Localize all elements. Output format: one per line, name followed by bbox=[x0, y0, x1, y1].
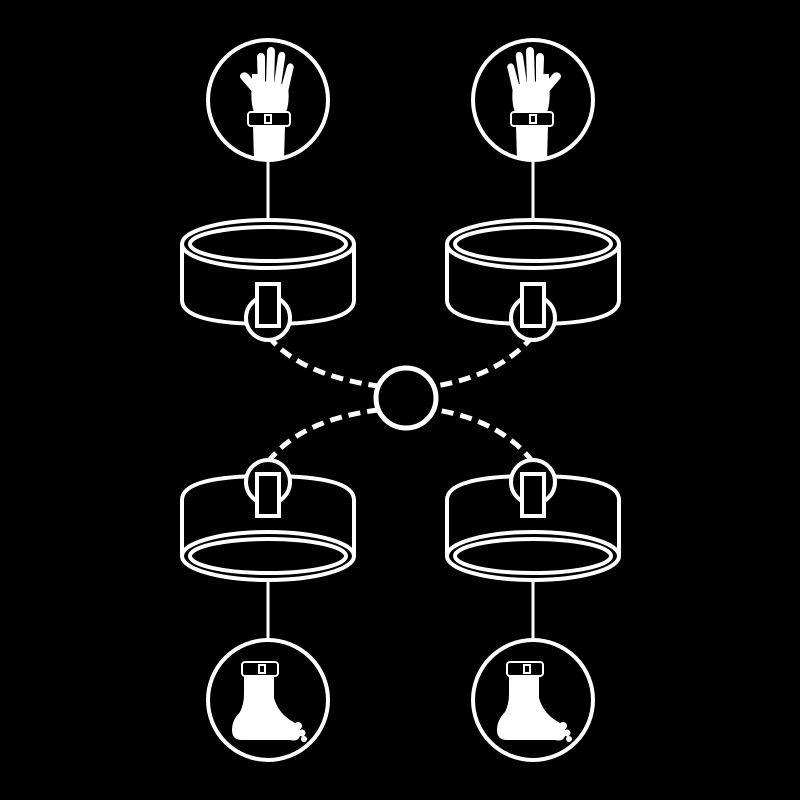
cuff-lower-left-icon bbox=[180, 458, 356, 582]
dashed-link-upper-left bbox=[266, 334, 379, 389]
cuff-lower-right-icon bbox=[445, 458, 621, 582]
hand-icon bbox=[240, 47, 294, 160]
ankle-left-badge bbox=[206, 638, 330, 762]
dashed-link-lower-left bbox=[266, 407, 379, 464]
dashed-link-upper-right bbox=[435, 334, 535, 389]
ankle-right-badge bbox=[471, 638, 595, 762]
foot-icon bbox=[497, 661, 572, 742]
cuff-upper-right-icon bbox=[445, 218, 621, 342]
wrist-right-badge bbox=[471, 38, 595, 162]
foot-icon bbox=[232, 661, 307, 742]
wrist-left-badge bbox=[206, 38, 330, 162]
hand-icon bbox=[507, 47, 561, 160]
center-ring-icon bbox=[373, 365, 439, 431]
cuff-upper-left-icon bbox=[180, 218, 356, 342]
dashed-link-lower-right bbox=[435, 407, 535, 464]
